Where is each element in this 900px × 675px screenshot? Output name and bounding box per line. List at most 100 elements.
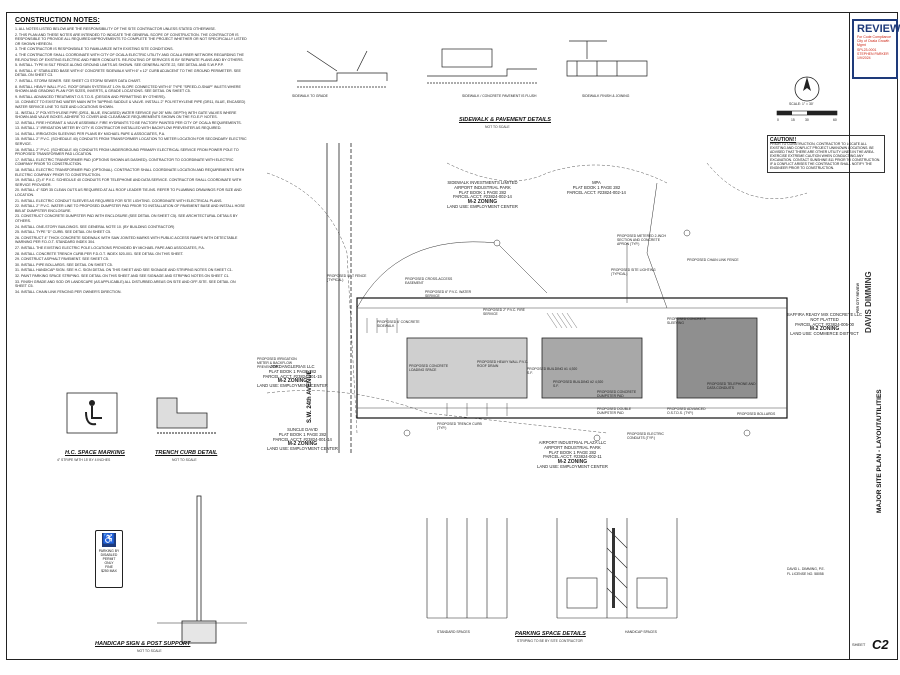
review-stamp-line: 1/9/2024 (857, 56, 871, 61)
zoning-line: PLAT BOOK 1 PAGE 282 (278, 431, 327, 437)
sign-text-line: DISABLED (100, 553, 118, 557)
sidewalk-details-drawing (297, 40, 648, 88)
construction-note: 22. INSTALL 2" P.V.C. WATER LINE TO PROP… (15, 204, 245, 213)
construction-note: 1. ALL NOTES LISTED BELOW ARE THE RESPON… (15, 27, 216, 31)
caution-title: CAUTION!! (770, 137, 797, 143)
construction-note: 24. INSTALL ONE-STORY BUILDINGS. SEE GEN… (15, 224, 175, 229)
sign-text-line: PARKING BY (98, 549, 120, 553)
construction-notes-title: CONSTRUCTION NOTES: (15, 17, 100, 24)
caution-box: CAUTION!! PRIOR TO CONSTRUCTION, CONTRAC… (767, 135, 885, 173)
site-callout: PROPOSED 6" P.V.C. WATER SERVICE (425, 290, 472, 298)
zoning-line: PLAT BOOK 1 PAGE 282 (458, 189, 507, 195)
site-callout: PROPOSED TRENCH CURB (TYP.) (437, 422, 482, 430)
revision-note: PER CITY REVIEW (856, 283, 860, 313)
construction-note: 2. THIS PLAN AND THESE NOTES ARE INTENDE… (15, 32, 247, 46)
construction-note: 10. CONNECT TO EXISTING WATER MAIN WITH … (15, 100, 246, 109)
zoning-line: AIRPORT INDUSTRIAL PLAZA LLC (538, 440, 607, 445)
construction-note: 12. INSTALL FIRE HYDRANT & VALVE ASSEMBL… (15, 120, 242, 125)
construction-note: 34. INSTALL CHAIN LINK FENCING PER OWNER… (15, 289, 122, 294)
site-callout: PROPOSED 2" P.V.C. FIRE SERVICE (483, 308, 525, 316)
sign-text-line: PERMIT (102, 557, 116, 561)
review-stamp-head: REVIEW (857, 23, 900, 35)
site-callout: PROPOSED BOLLARDS (737, 412, 776, 416)
site-callout: PROPOSED CONCRETE LOADING SPACE (409, 364, 449, 372)
north-arrow-and-scale (776, 76, 838, 116)
site-plan-drawing (266, 143, 808, 453)
zoning-line: PARCEL ACCT. #23824-001-14 (273, 436, 332, 442)
sign-text-line: $250 MAX (101, 569, 117, 573)
zoning-line: LAND USE: EMPLOYMENT CENTER (537, 463, 608, 469)
construction-note: 21. INSTALL ELECTRIC CONDUIT SLEEVES AS … (15, 198, 223, 203)
construction-note: 13. INSTALL 1" IRRIGATION METER BY CITY … (15, 126, 222, 131)
post-support-drawing (157, 495, 247, 644)
construction-note: 23. CONSTRUCT CONCRETE DUMPSTER PAD WITH… (15, 214, 238, 223)
construction-note: 28. INSTALL CONCRETE TRENCH CURB PER F.D… (15, 251, 184, 256)
zoning-line: SIDEWALK INVESTMENTS LIMITED (447, 180, 518, 185)
handicap-sign-sub: NOT TO SCALE (137, 649, 162, 653)
construction-note: 32. PAINT PARKING SPACE STRIPING. SEE DE… (15, 273, 230, 278)
parking-details-sub: STRIPING TO BE BY SITE CONTRACTOR (517, 639, 583, 643)
sheet-title: MAJOR SITE PLAN - LAYOUT/UTILITIES (876, 389, 883, 513)
scale-tick-15: 15 (791, 118, 795, 122)
zoning-line: SUNCLE DAVID (287, 427, 318, 432)
trench-curb-drawing (156, 397, 217, 434)
site-callout: PROPOSED CROSS-ACCESS EASEMENT (405, 277, 453, 285)
zoning-line: AIRPORT INDUSTRIAL PARK (454, 184, 511, 190)
zoning-line: LAND USE: EMPLOYMENT CENTER (267, 446, 338, 452)
engineer-license: FL LICENSE NO. 58058 (787, 572, 824, 576)
hc-space-sub: 4" STRIPE WITH 15' BY 4 INCHES (57, 458, 111, 462)
zoning-line: AIRPORT INDUSTRIAL PARK (544, 444, 601, 450)
review-stamp-line: STEPHEN PARKER (857, 51, 889, 56)
zoning-line: M-2 ZONING (557, 459, 588, 466)
parking-space-drawing (426, 518, 678, 619)
zoning-line: LAND USE: COMMERCE DISTRICT (790, 331, 859, 337)
construction-note: 30. INSTALL PIPE BOLLARDS. SEE DETAIL ON… (15, 262, 113, 267)
site-callout: PROPOSED SILT FENCE (TYPICAL) (327, 274, 367, 282)
engineer-name: DAVID L. DIMMING, P.E. (787, 567, 825, 571)
zoning-line: PARCEL ACCT. #23824-005-00 (795, 321, 854, 327)
zoning-line: PLAT BOOK 1 PAGE 282 (572, 184, 621, 190)
site-callout: PROPOSED BUILDING #2 4,920 S.F. (553, 380, 604, 388)
construction-note: 29. CONSTRUCT ASPHALT PAVEMENT. SEE SHEE… (15, 257, 109, 262)
scale-tick-0: 0 (777, 118, 779, 122)
site-callout: PROPOSED ADVANCED O.S.T.D.S. (TYP.) (667, 407, 706, 415)
construction-note: 3. THE CONTRACTOR IS RESPONSIBLE TO FAMI… (15, 47, 174, 52)
hc-space-title: H.C. SPACE MARKING (65, 450, 125, 456)
construction-note: 25. INSTALL TYPE "D" CURB. SEE DETAIL ON… (15, 230, 112, 235)
review-stamp-line: SPL23-0001 (857, 47, 877, 52)
construction-note: 8. INSTALL HEAVY WALL P.V.C. ROOF DRAIN … (15, 84, 241, 94)
zoning-line: PLAT BOOK 1 PAGE 282 (268, 368, 317, 374)
scale-tick-60: 60 (833, 118, 837, 122)
caution-body: PRIOR TO CONSTRUCTION, CONTRACTOR TO LOC… (770, 142, 881, 170)
construction-note: 11. INSTALL 2" POLYETHYLENE PIPE (DR11, … (15, 110, 237, 120)
sidewalk-details-title: SIDEWALK & PAVEMENT DETAILS (459, 117, 551, 123)
construction-note: 15. INSTALL 2" P.V.C. (SCHEDULE 40) COND… (15, 137, 247, 147)
site-callout: PROPOSED HEAVY WALL P.V.C. ROOF DRAIN (477, 360, 529, 368)
construction-notes-list: 1. ALL NOTES LISTED BELOW ARE THE RESPON… (15, 27, 247, 295)
sidewalk-details-sub: NOT TO SCALE (485, 125, 510, 129)
site-callout: PROPOSED IRRIGATION METER & BACKFLOW PRE… (257, 357, 297, 369)
review-stamp-line: For Code Compliance (857, 35, 892, 39)
construction-note: 4. THE CONTRACTOR SHALL COORDINATE WITH … (15, 52, 244, 62)
sheet-number: C2 (872, 637, 889, 652)
site-callout: PROPOSED SITE LIGHTING (TYPICAL) (611, 268, 656, 276)
zoning-line: M-2 ZONING (277, 378, 308, 385)
zoning-line: M-2 ZONING (809, 326, 840, 333)
sign-text-line: FINE (105, 565, 113, 569)
review-stamp-line: City of Ocala Growth Mgmt (857, 39, 890, 48)
construction-note: 14. INSTALL IRRIGATION SLEEVING PER PLAN… (15, 131, 166, 136)
handicap-sign-title: HANDICAP SIGN & POST SUPPORT (95, 641, 191, 647)
site-callout: PROPOSED BUILDING #1 4,920 S.F. (527, 367, 578, 375)
construction-note: 18. INSTALL ELECTRIC TRANSFORMER PAD (OP… (15, 168, 245, 177)
site-callout: PROPOSED ELECTRIC CONDUITS (TYP.) (627, 432, 664, 440)
zoning-line: PARCEL ACCT. #23824-002-14 (453, 194, 512, 200)
construction-note: 6. INSTALL 6" STABILIZED BASE WITH 6" CO… (15, 68, 241, 78)
